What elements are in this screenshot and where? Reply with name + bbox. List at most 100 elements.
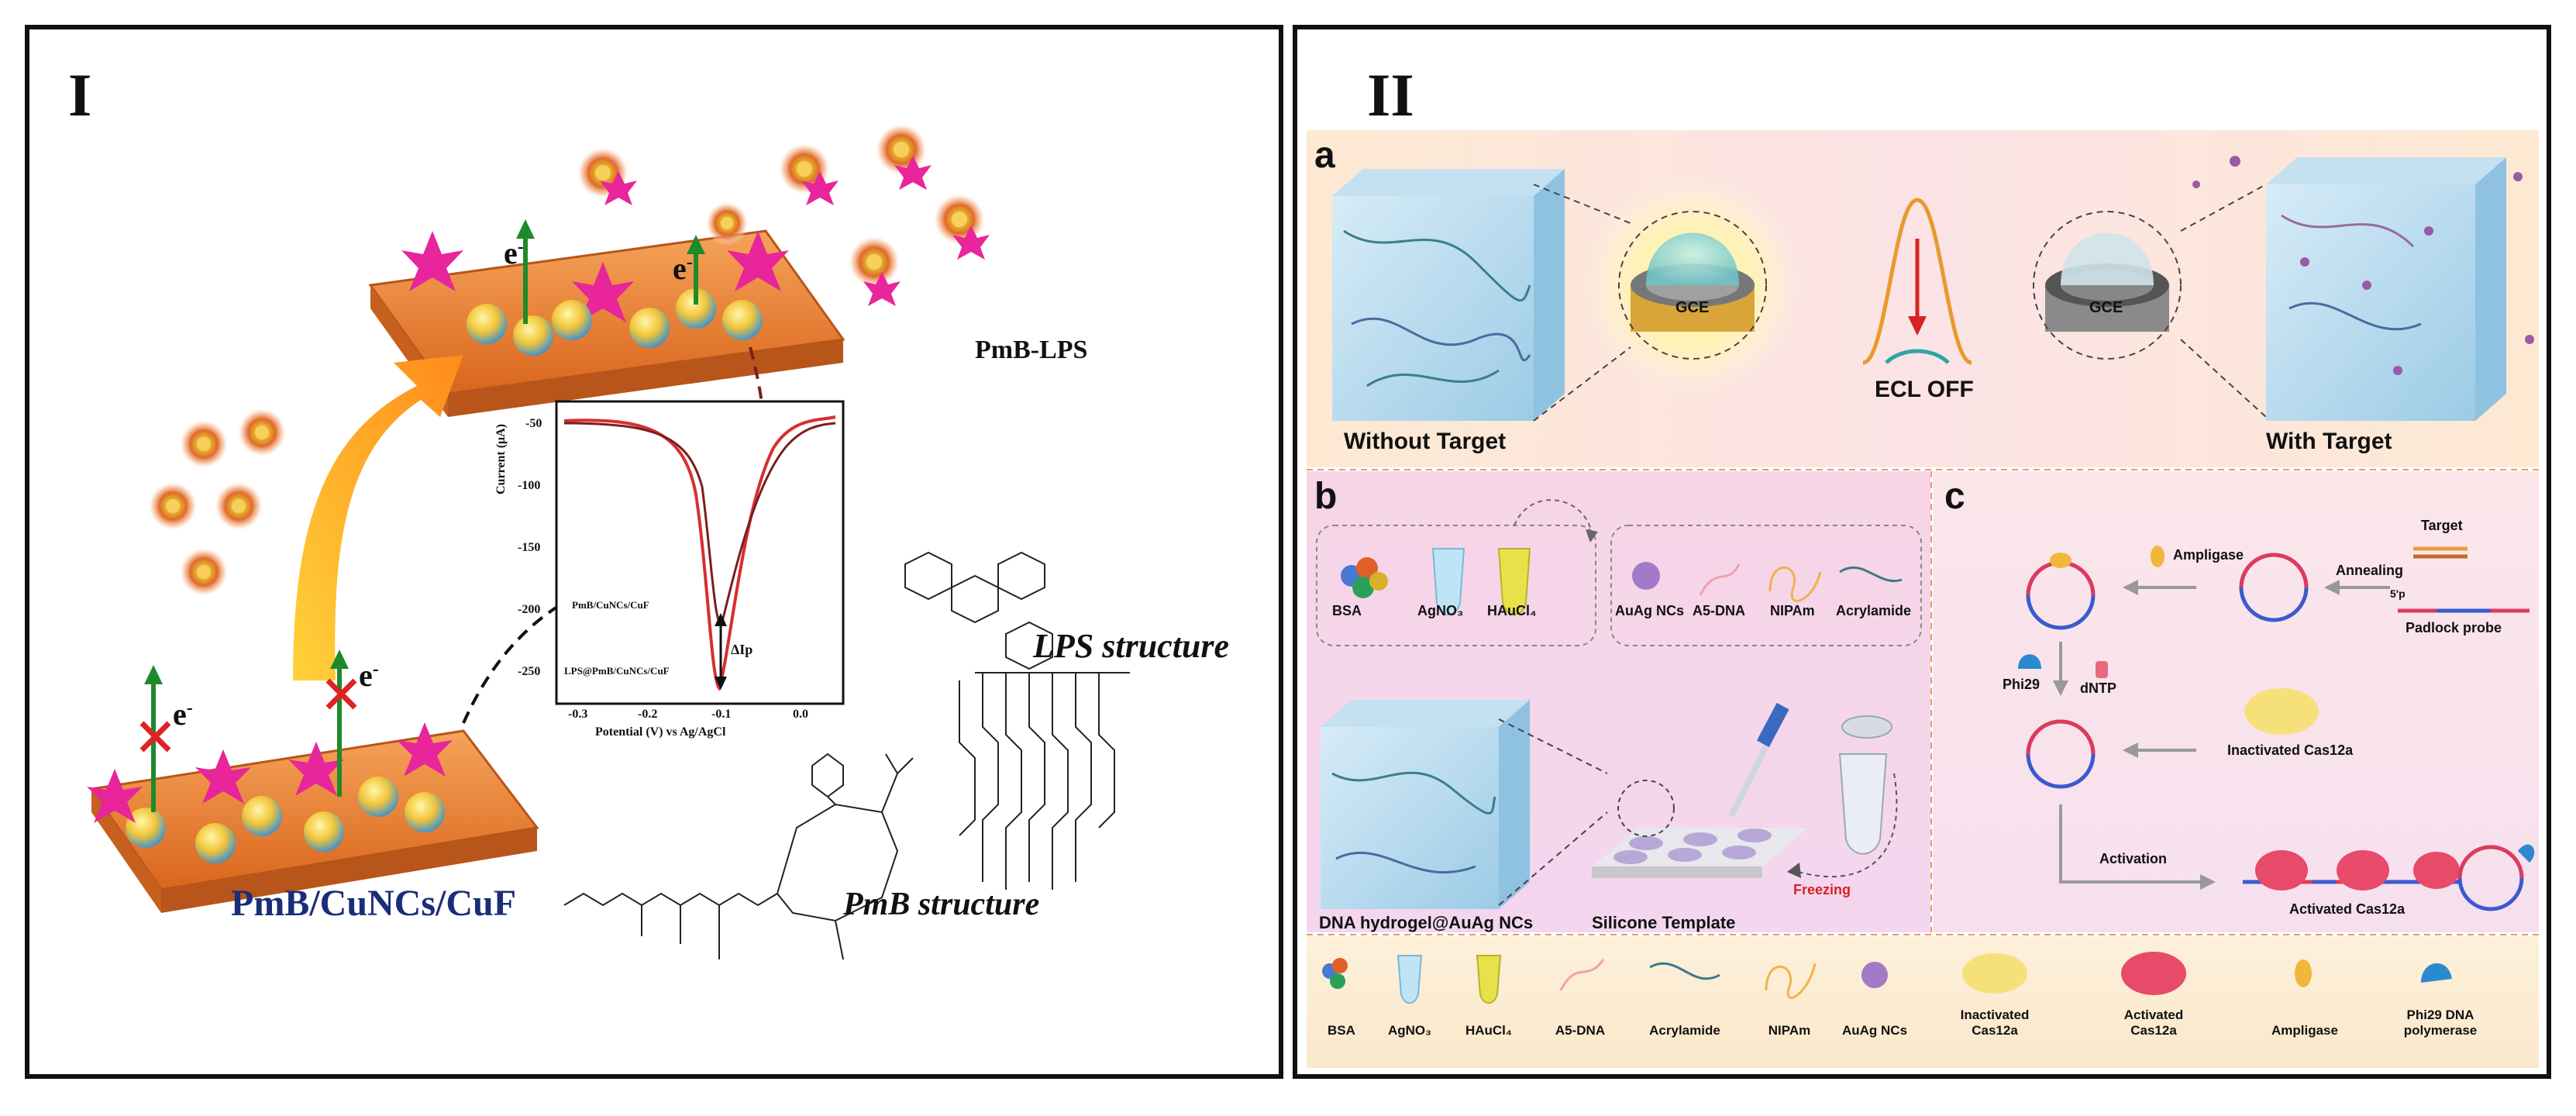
electron-label-1: e- (504, 236, 524, 270)
inset-ytick-2: -100 (518, 479, 541, 492)
phi29-label: Phi29 (2003, 677, 2040, 692)
panel-two: II (1293, 25, 2551, 1079)
legend-a5dna: A5-DNA (1555, 1023, 1606, 1038)
agno3-tube-icon (1431, 548, 1465, 615)
inset-series-1: PmB/CuNCs/CuF (572, 599, 649, 611)
gce-label-right: GCE (2089, 299, 2123, 316)
panel-two-label: II (1367, 61, 1414, 129)
legend-ampligase: Ampligase (2271, 1023, 2338, 1038)
inset-xtick-3: -0.1 (711, 708, 732, 721)
electron-arrows-bottom (139, 649, 357, 812)
electron-label-2: e- (673, 251, 693, 286)
inset-ytick-3: -150 (518, 541, 541, 554)
clusters-top (467, 288, 763, 356)
inactivated-cas12a-label: Inactivated Cas12a (2227, 742, 2354, 758)
nipam-icon (1768, 566, 1822, 602)
legend-activated-cas12a: Activated Cas12a (2123, 1008, 2184, 1038)
legend-phi29: Phi29 DNA polymerase (2403, 1008, 2478, 1038)
reagent-haucl4-label: HAuCl₄ (1487, 603, 1537, 618)
inset-ytick-5: -250 (518, 665, 541, 678)
big-curved-arrow (293, 355, 463, 680)
silicone-template-label: Silicone Template (1592, 913, 1736, 932)
cv-inset-chart (555, 400, 845, 705)
ecl-off-label: ECL OFF (1875, 377, 1974, 402)
electron-arrows-top (516, 219, 705, 324)
component-a5dna-label: A5-DNA (1693, 603, 1746, 618)
activated-cas12a-label: Activated Cas12a (2289, 901, 2406, 917)
legend-haucl4: HAuCl₄ (1465, 1023, 1513, 1038)
haucl4-tube-icon (1497, 548, 1531, 615)
freezing-label: Freezing (1793, 882, 1851, 897)
reagent-bsa-label: BSA (1332, 603, 1362, 618)
gce-electrode-dark (2033, 211, 2182, 360)
inset-ylabel: Current (μA) (494, 424, 508, 494)
dntp-icon (2096, 661, 2108, 678)
five-prime-label: 5'p (2390, 587, 2406, 600)
pipette-icon (1728, 702, 1789, 818)
bsa-icon (1341, 557, 1388, 598)
cv-curve-1 (563, 415, 836, 691)
phi29-icon (2018, 654, 2041, 669)
ampligase-label: Ampligase (2173, 547, 2244, 563)
section-b-letter: b (1314, 476, 1338, 517)
reagent-agno3-label: AgNO₃ (1417, 603, 1464, 618)
panel-one: I (25, 25, 1283, 1079)
hydrogel-cube-left (1332, 169, 1565, 421)
target-label: Target (2421, 518, 2463, 533)
pmb-molecule (563, 753, 914, 960)
a5-dna-icon (1699, 563, 1741, 596)
hydrogel-label: DNA hydrogel@AuAg NCs (1319, 913, 1534, 932)
inset-ytick-4: -200 (518, 603, 541, 616)
annealing-label: Annealing (2336, 563, 2404, 578)
legend-inactivated-cas12a: Inactivated Cas12a (1960, 1008, 2030, 1038)
section-c-diagram (2018, 546, 2535, 911)
inset-delta-label: ΔIp (731, 642, 753, 657)
gce-label-left: GCE (1675, 299, 1710, 316)
legend-auag: AuAg NCs (1841, 1023, 1908, 1038)
electron-label-4: e- (359, 658, 379, 693)
panel-two-illustration (1307, 130, 2539, 1068)
freezing-tube-icon (1838, 715, 1892, 855)
pmb-structure-caption: PmB structure (843, 887, 1040, 922)
inset-series-2: LPS@PmB/CuNCs/CuF (564, 665, 670, 677)
with-target-label: With Target (2266, 429, 2392, 454)
acrylamide-icon (1839, 566, 1903, 583)
inset-xtick-4: 0.0 (793, 708, 808, 721)
panel-one-label: I (68, 61, 92, 129)
electron-label-3: e- (173, 697, 193, 732)
section-c-letter: c (1944, 476, 1965, 517)
free-lps-cluster-left (148, 408, 287, 597)
legend-acrylamide: Acrylamide (1649, 1023, 1720, 1038)
section-a-letter: a (1314, 135, 1335, 176)
panel-one-illustration (87, 123, 1130, 960)
without-target-label: Without Target (1344, 429, 1507, 454)
pmb-lps-label: PmB-LPS (975, 336, 1088, 364)
activation-label: Activation (2099, 851, 2168, 866)
silicone-template (1592, 780, 1809, 878)
inset-ytick-1: -50 (525, 417, 542, 430)
top-plate (368, 229, 845, 417)
gce-electrode-glowing (1584, 177, 1801, 394)
hydrogel-cube-b (1321, 700, 1530, 909)
inset-xtick-2: -0.2 (638, 708, 658, 721)
inset-xlabel: Potential (V) vs Ag/AgCl (595, 725, 726, 739)
lps-structure-caption: LPS structure (1033, 627, 1230, 665)
clusters-bottom (87, 722, 453, 863)
inactivated-cas12a-icon (2244, 688, 2319, 735)
legend-nipam: NIPAm (1768, 1023, 1811, 1038)
dntp-label: dNTP (2080, 680, 2116, 696)
auag-ncs-icon (1632, 562, 1660, 590)
ecl-peak (1862, 198, 1972, 365)
padlock-probe-label: Padlock probe (2406, 620, 2502, 636)
component-auag-label: AuAg NCs (1615, 603, 1684, 618)
component-acrylamide-label: Acrylamide (1836, 603, 1912, 618)
component-nipam-label: NIPAm (1770, 603, 1815, 618)
inset-xtick-1: -0.3 (568, 708, 588, 721)
ampligase-icon (2151, 546, 2164, 567)
legend-bsa: BSA (1328, 1023, 1355, 1038)
pmb-cuncs-cuf-label: PmB/CuNCs/CuF (231, 883, 517, 924)
legend-agno3: AgNO₃ (1387, 1023, 1432, 1038)
hydrogel-cube-right (2192, 156, 2534, 421)
legend-icons (1322, 952, 2452, 1004)
lps-molecule (904, 551, 1130, 890)
